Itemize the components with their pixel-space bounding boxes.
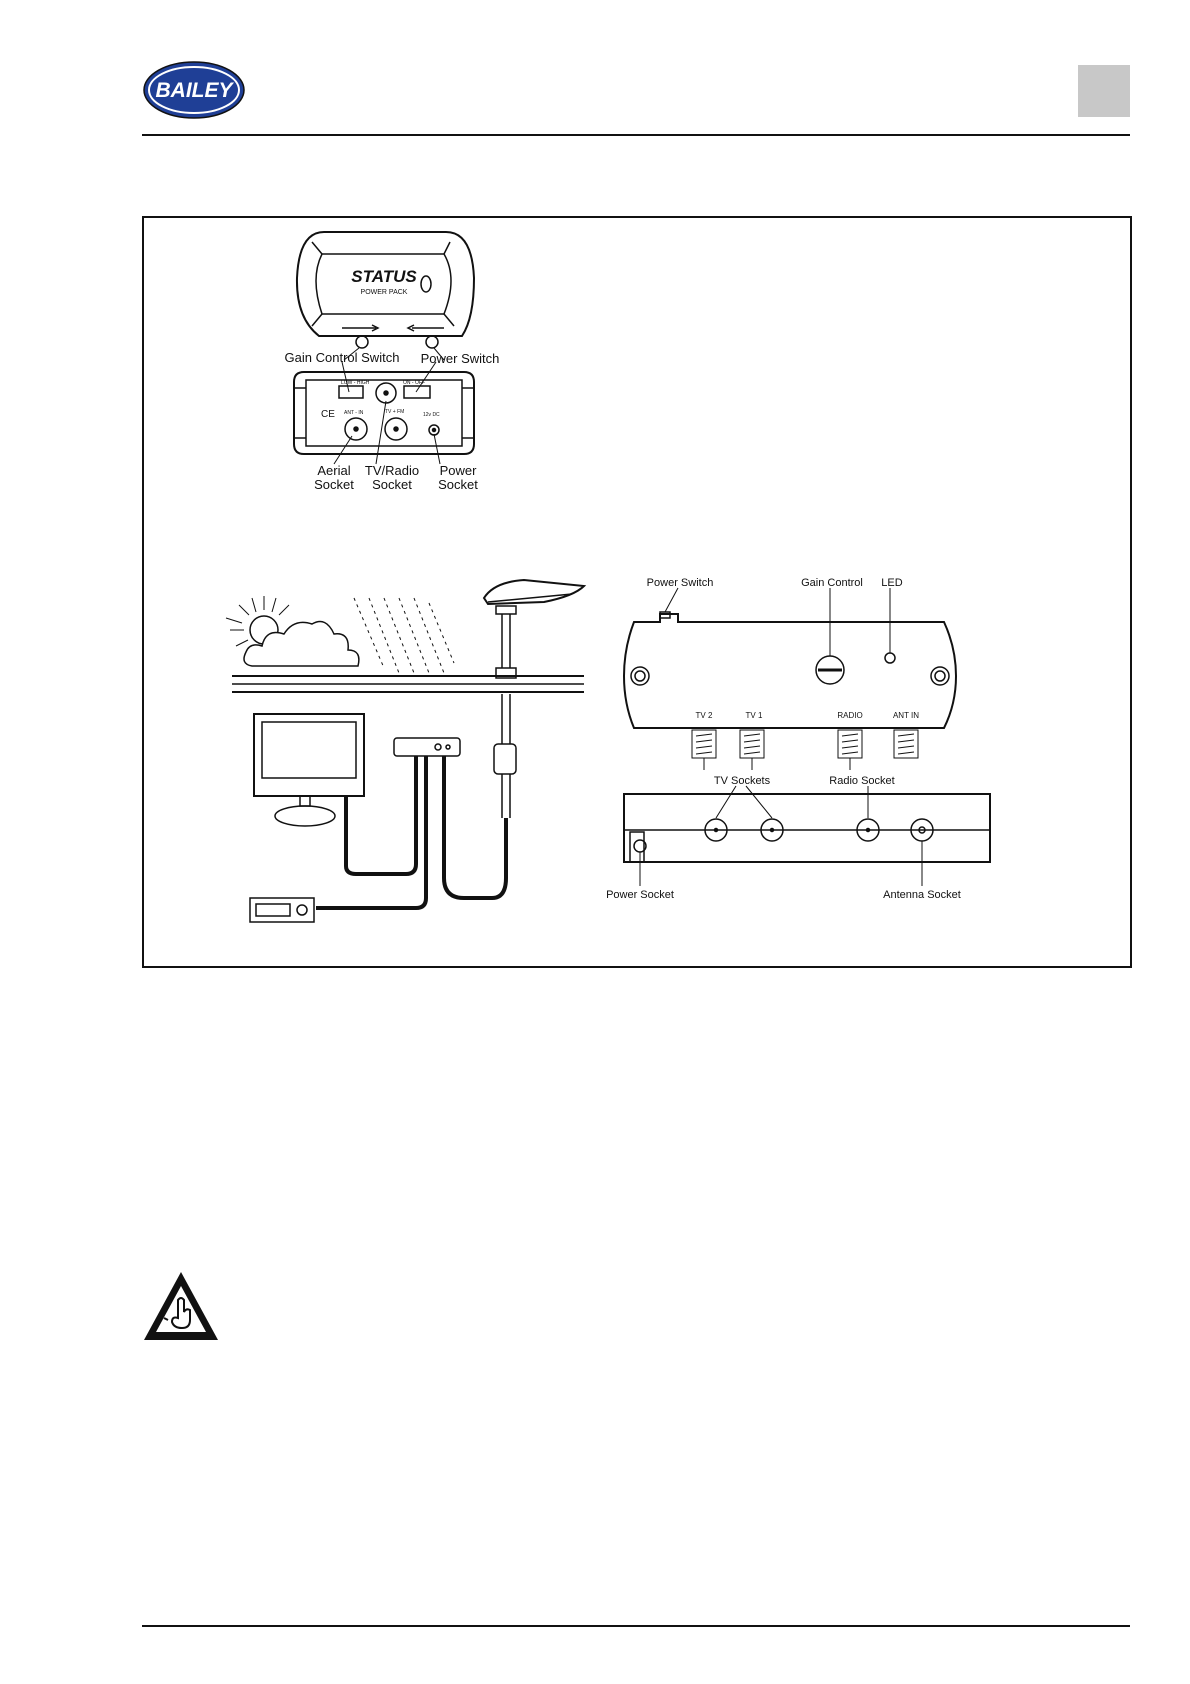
label-tv1: TV 1 [746,711,763,720]
bailey-logo: BAILEY [142,60,246,120]
label-tv2: TV 2 [696,711,713,720]
label-gain-control-switch: Gain Control Switch [285,350,400,365]
label-power-1: Power [440,463,478,478]
ce-mark: CE [321,409,335,420]
panel-tv-fm: TV + FM [385,409,404,415]
panel-gain: LOW - HIGH [341,380,370,386]
right-leader-lines [640,588,922,886]
label-tvradio-2: Socket [372,477,412,492]
label-led: LED [881,577,902,589]
warning-hand-icon [142,1270,220,1342]
label-aerial-2: Socket [314,477,354,492]
panel-ant-in: ANT - IN [344,410,364,416]
figure-box: STATUS POWER PACK CE ANT - IN TV + FM 12… [142,216,1132,968]
label-radio-socket: Radio Socket [829,775,894,787]
status-brand: STATUS [351,267,417,286]
amplifier-schematic-drawing [624,612,990,862]
label-tvradio-1: TV/Radio [365,463,419,478]
label-ant-in: ANT IN [893,711,919,720]
label-aerial-1: Aerial [317,463,350,478]
label-power-switch-top: Power Switch [421,351,500,366]
figure-drawing: STATUS POWER PACK CE ANT - IN TV + FM 12… [144,218,1130,966]
footer-rule [142,1625,1130,1627]
label-radio: RADIO [837,711,862,720]
label-power-2: Socket [438,477,478,492]
logo-text: BAILEY [155,79,234,102]
label-gain-control: Gain Control [801,577,863,589]
label-antenna-socket: Antenna Socket [883,889,961,901]
label-power-socket: Power Socket [606,889,674,901]
status-brand-sub: POWER PACK [361,289,408,296]
label-power-switch-right: Power Switch [647,577,714,589]
panel-dc: 12v DC [423,412,440,418]
installation-scene-drawing [226,580,584,922]
label-tv-sockets: TV Sockets [714,775,771,787]
header-rule [142,134,1130,136]
section-tab [1078,65,1130,117]
